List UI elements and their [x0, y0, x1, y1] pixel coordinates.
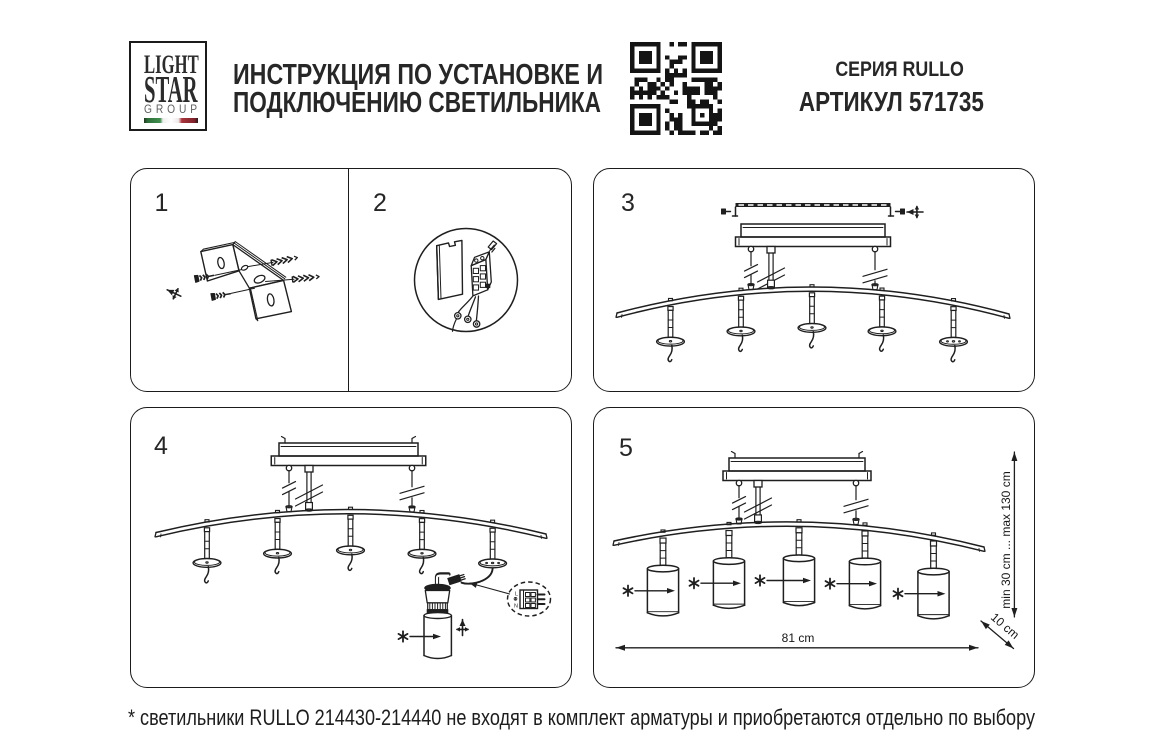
italian-flag-bar [144, 117, 198, 123]
lightstar-logo: LIGHT STAR GROUP [129, 41, 207, 131]
dim-width-label: 81 cm [781, 630, 815, 645]
qr-code-icon [630, 42, 722, 135]
ceiling-mount-drawing [615, 203, 1011, 363]
dim-height-label: min 30 cm ... max 130 cm [998, 471, 1013, 609]
page-title: ИНСТРУКЦИЯ ПО УСТАНОВКЕ И ПОДКЛЮЧЕНИЮ СВ… [233, 59, 705, 119]
step-number-4: 4 [154, 432, 168, 460]
panel-step-1-2: 1 2 [130, 168, 572, 392]
shade-attachment-drawing: LN [154, 435, 552, 660]
panel-divider [347, 169, 350, 391]
series-label: СЕРИЯ RULLO [835, 56, 965, 81]
assembled-fixture-drawing [612, 450, 1018, 651]
panel-step-5: 5 81 cm min 30 cm ... max 130 cm 10 cm [593, 407, 1035, 688]
article-row: АРТИКУЛ 571735 [751, 88, 1031, 116]
page-title-line1: ИНСТРУКЦИЯ ПО УСТАНОВКЕ И [233, 59, 604, 91]
step-number-5: 5 [619, 434, 633, 462]
logo-word-light: LIGHT [144, 50, 199, 79]
page-title-row2: ПОДКЛЮЧЕНИЮ СВЕТИЛЬНИКА [233, 87, 705, 119]
page-title-row1: ИНСТРУКЦИЯ ПО УСТАНОВКЕ И [233, 59, 705, 91]
logo-word-star: STAR [144, 69, 198, 111]
svg-text:L: L [515, 592, 518, 598]
step-number-3: 3 [621, 189, 635, 217]
step-number-2: 2 [373, 189, 387, 217]
bracket-and-wiring-drawing [166, 227, 519, 333]
footnote: * светильники RULLO 214430-214440 не вхо… [128, 705, 1036, 730]
step-number-1: 1 [154, 189, 169, 217]
page-title-line2: ПОДКЛЮЧЕНИЮ СВЕТИЛЬНИКА [233, 87, 601, 119]
logo-word-group: GROUP [144, 102, 201, 116]
svg-text:N: N [514, 604, 518, 610]
panel-step-3: 3 [593, 168, 1035, 392]
article-label: АРТИКУЛ 571735 [798, 86, 984, 118]
series-block: СЕРИЯ RULLO [760, 56, 1040, 81]
